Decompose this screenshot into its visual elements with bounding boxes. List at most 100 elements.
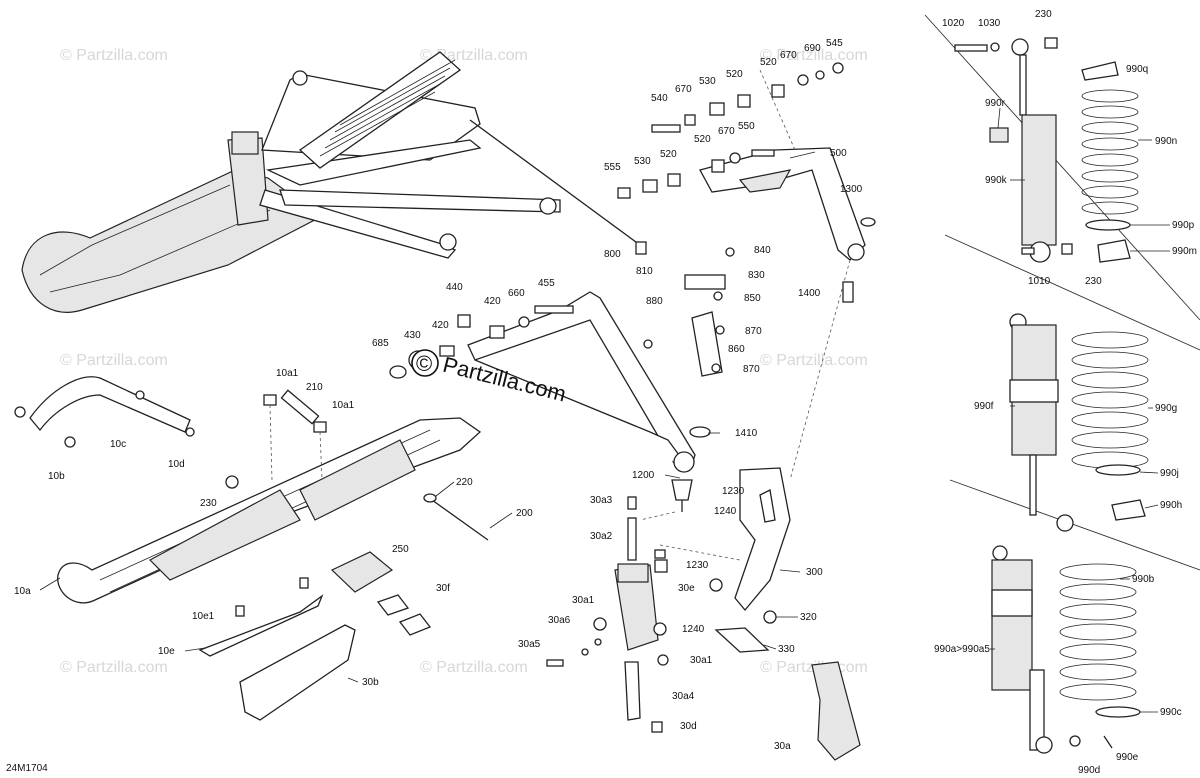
upper-arm-hardware — [617, 62, 876, 303]
callout-990j: 990j — [1160, 468, 1179, 479]
callout-1240: 1240 — [714, 506, 737, 517]
callout-660: 660 — [508, 288, 525, 299]
diagram-code: 24M1704 — [6, 763, 48, 774]
callout-230: 230 — [1085, 276, 1102, 287]
callout-430: 430 — [404, 330, 421, 341]
spindle-illustration — [546, 467, 861, 761]
callout-990q: 990q — [1126, 64, 1148, 75]
callout-1200: 1200 — [632, 470, 655, 481]
callout-330: 330 — [778, 644, 795, 655]
callout-420: 420 — [484, 296, 501, 307]
callout-320: 320 — [800, 612, 817, 623]
callout-200: 200 — [516, 508, 533, 519]
callout-990g: 990g — [1155, 403, 1177, 414]
callout-300: 300 — [806, 567, 823, 578]
callout-520: 520 — [726, 69, 743, 80]
callout-670: 670 — [675, 84, 692, 95]
callout-230: 230 — [1035, 9, 1052, 20]
callout-670: 670 — [780, 50, 797, 61]
callout-990f: 990f — [974, 401, 994, 412]
callout-690: 690 — [804, 43, 821, 54]
assembled-suspension-illustration — [21, 51, 641, 313]
watermark: © Partzilla.com — [760, 47, 868, 64]
callout-1030: 1030 — [978, 18, 1001, 29]
callout-550: 550 — [738, 121, 755, 132]
watermark: © Partzilla.com — [420, 659, 528, 676]
callout-230: 230 — [200, 498, 217, 509]
callout-520: 520 — [760, 57, 777, 68]
callout-990m: 990m — [1172, 246, 1197, 257]
callout-30a1: 30a1 — [572, 595, 595, 606]
callout-990k: 990k — [985, 175, 1008, 186]
callout-30a: 30a — [774, 741, 791, 752]
callout-30a3: 30a3 — [590, 495, 613, 506]
callout-250: 250 — [392, 544, 409, 555]
callout-30a2: 30a2 — [590, 531, 613, 542]
callout-860: 860 — [728, 344, 745, 355]
callout-30a4: 30a4 — [672, 691, 695, 702]
callout-990h: 990h — [1160, 500, 1182, 511]
brand-mark: © Partzilla.com — [411, 349, 569, 407]
panel-separators — [924, 14, 1200, 571]
callout-10a: 10a — [14, 586, 31, 597]
callout-420: 420 — [432, 320, 449, 331]
callout-530: 530 — [699, 76, 716, 87]
callout-990a-990a5: 990a>990a5 — [934, 644, 990, 655]
callout-1010: 1010 — [1028, 276, 1051, 287]
callout-545: 545 — [826, 38, 843, 49]
callout-10c: 10c — [110, 439, 126, 450]
callout-labels: 1020 1030 230 990q 990r 990n 990k 990p 9… — [6, 9, 1197, 776]
watermarks: © Partzilla.com © Partzilla.com © Partzi… — [60, 47, 868, 676]
callout-540: 540 — [651, 93, 668, 104]
callout-1400: 1400 — [798, 288, 821, 299]
callout-520: 520 — [694, 134, 711, 145]
callout-870: 870 — [745, 326, 762, 337]
callout-850: 850 — [744, 293, 761, 304]
callout-990b: 990b — [1132, 574, 1155, 585]
brand-text: Partzilla.com — [440, 352, 568, 407]
callout-10e: 10e — [158, 646, 175, 657]
watermark: © Partzilla.com — [60, 659, 168, 676]
callout-870: 870 — [743, 364, 760, 375]
callout-10e1: 10e1 — [192, 611, 215, 622]
callout-1230: 1230 — [686, 560, 709, 571]
leader-lines — [39, 107, 1170, 713]
callout-840: 840 — [754, 245, 771, 256]
callout-990e: 990e — [1116, 752, 1139, 763]
callout-830: 830 — [748, 270, 765, 281]
callout-10a1: 10a1 — [276, 368, 299, 379]
callout-500: 500 — [830, 148, 847, 159]
watermark: © Partzilla.com — [60, 352, 168, 369]
callout-810: 810 — [636, 266, 653, 277]
ski-illustration — [14, 376, 489, 721]
callout-220: 220 — [456, 477, 473, 488]
callout-10b: 10b — [48, 471, 65, 482]
callout-30b: 30b — [362, 677, 379, 688]
callout-30d: 30d — [680, 721, 697, 732]
callout-30a1: 30a1 — [690, 655, 713, 666]
callout-1240: 1240 — [682, 624, 705, 635]
watermark: © Partzilla.com — [60, 47, 168, 64]
callout-990c: 990c — [1160, 707, 1182, 718]
callout-880: 880 — [646, 296, 663, 307]
callout-440: 440 — [446, 282, 463, 293]
callout-30f: 30f — [436, 583, 450, 594]
callout-455: 455 — [538, 278, 555, 289]
callout-210: 210 — [306, 382, 323, 393]
callout-990r: 990r — [985, 98, 1006, 109]
callout-990d: 990d — [1078, 765, 1100, 776]
callout-520: 520 — [660, 149, 677, 160]
shock-spring-illustrations — [954, 37, 1149, 754]
callout-30a6: 30a6 — [548, 615, 571, 626]
copyright-icon: © — [416, 351, 432, 376]
callout-30e: 30e — [678, 583, 695, 594]
callout-990n: 990n — [1155, 136, 1177, 147]
callout-800: 800 — [604, 249, 621, 260]
callout-1230: 1230 — [722, 486, 745, 497]
callout-990p: 990p — [1172, 220, 1195, 231]
callout-10a1: 10a1 — [332, 400, 355, 411]
callout-670: 670 — [718, 126, 735, 137]
callout-530: 530 — [634, 156, 651, 167]
